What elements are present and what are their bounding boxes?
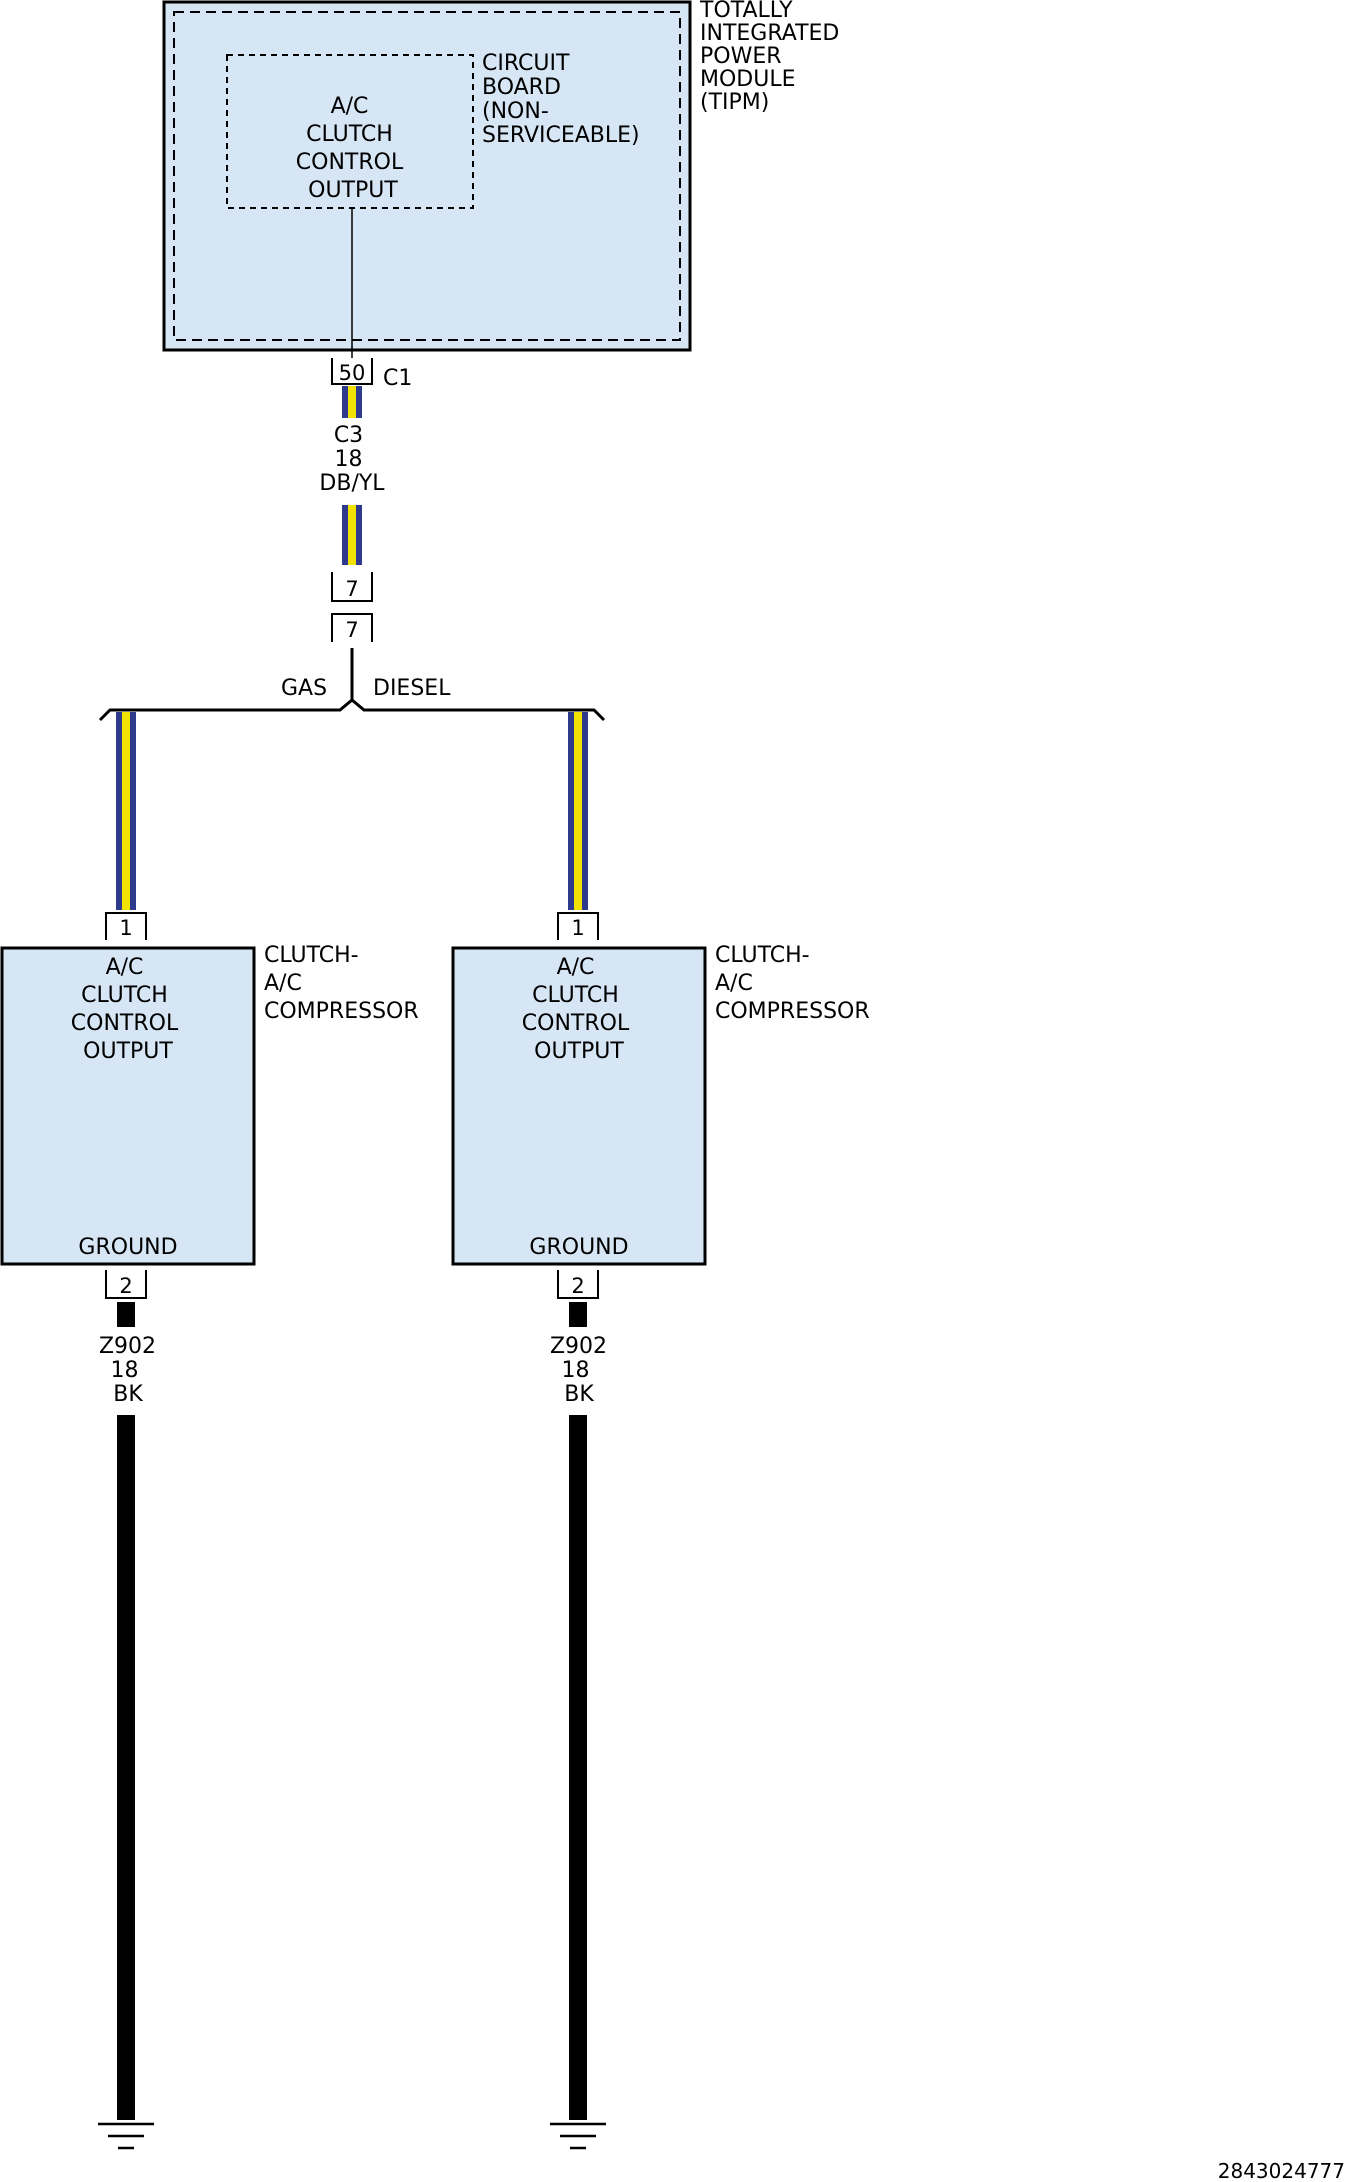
feed-wire-label: C3 18 DB/YL <box>319 423 385 496</box>
ground-wire-lower <box>117 1415 135 2120</box>
inline-pin-bottom-bracket <box>331 613 373 642</box>
ground-pin-bracket <box>557 1270 599 1299</box>
circuit-board-label: CIRCUIT BOARD (NON- SERVICEABLE) <box>482 51 640 148</box>
wire-stripe-lower <box>348 505 356 565</box>
ground-wire-label: Z902 18 BK <box>550 1334 614 1407</box>
pin-number: 50 <box>339 361 366 385</box>
gas-label: GAS <box>281 676 327 701</box>
compressor-diesel: 1 A/C CLUTCH CONTROL OUTPUT GROUND CLUTC… <box>451 712 870 2150</box>
compressor-function-label: A/C CLUTCH CONTROL OUTPUT <box>522 955 636 1064</box>
ground-pin-number: 2 <box>119 1274 132 1298</box>
tipm-inner-dashed-border <box>173 11 681 341</box>
inline-connector: 7 7 <box>331 572 373 642</box>
tipm-module: A/C CLUTCH CONTROL OUTPUT CIRCUIT BOARD … <box>162 0 846 358</box>
figure-id: 2843024777 <box>1218 2159 1345 2182</box>
diesel-label: DIESEL <box>373 676 451 701</box>
input-pin-number: 1 <box>571 916 584 940</box>
inline-pin-bottom: 7 <box>345 618 358 642</box>
ground-wire-lower <box>569 1415 587 2120</box>
split-bar <box>98 698 606 722</box>
circuit-board-dashed-box <box>226 54 474 209</box>
input-pin-bracket <box>557 912 599 940</box>
tipm-output-label: A/C CLUTCH CONTROL OUTPUT <box>296 94 410 203</box>
input-pin-bracket <box>105 912 147 940</box>
compressor-name: CLUTCH- A/C COMPRESSOR <box>715 943 870 1024</box>
connector-label: C1 <box>383 366 412 391</box>
ground-pin-bracket <box>105 1270 147 1299</box>
compressor-name: CLUTCH- A/C COMPRESSOR <box>264 943 419 1024</box>
compressor-function-label: A/C CLUTCH CONTROL OUTPUT <box>71 955 185 1064</box>
feed-wire-c3: C3 18 DB/YL <box>319 386 385 565</box>
compressor-gas: 1 A/C CLUTCH CONTROL OUTPUT GROUND CLUTC… <box>0 712 419 2150</box>
input-pin-number: 1 <box>119 916 132 940</box>
ground-terminal-label: GROUND <box>529 1235 628 1260</box>
ground-wire-upper <box>569 1302 587 1327</box>
ground-wire-label: Z902 18 BK <box>99 1334 163 1407</box>
compressor-box <box>0 946 256 1266</box>
branch-wire-stripe-gas <box>122 712 130 910</box>
connector-c1-pin-50: 50 C1 <box>331 358 412 391</box>
inline-pin-top: 7 <box>345 577 358 601</box>
ground-pin-number: 2 <box>571 1274 584 1298</box>
pin-bracket <box>331 358 373 385</box>
compressor-box <box>451 946 707 1266</box>
ground-terminal-label: GROUND <box>78 1235 177 1260</box>
ground-symbol-icon <box>550 2122 606 2150</box>
inline-pin-top-bracket <box>331 572 373 602</box>
tipm-box <box>162 0 692 352</box>
gas-diesel-split: GAS DIESEL <box>98 648 606 722</box>
ground-wire-upper <box>117 1302 135 1327</box>
ground-symbol-icon <box>98 2122 154 2150</box>
branch-wire-stripe-diesel <box>574 712 582 910</box>
wire-stripe-upper <box>348 386 356 418</box>
tipm-label: TOTALLY INTEGRATED POWER MODULE (TIPM) <box>699 0 846 115</box>
